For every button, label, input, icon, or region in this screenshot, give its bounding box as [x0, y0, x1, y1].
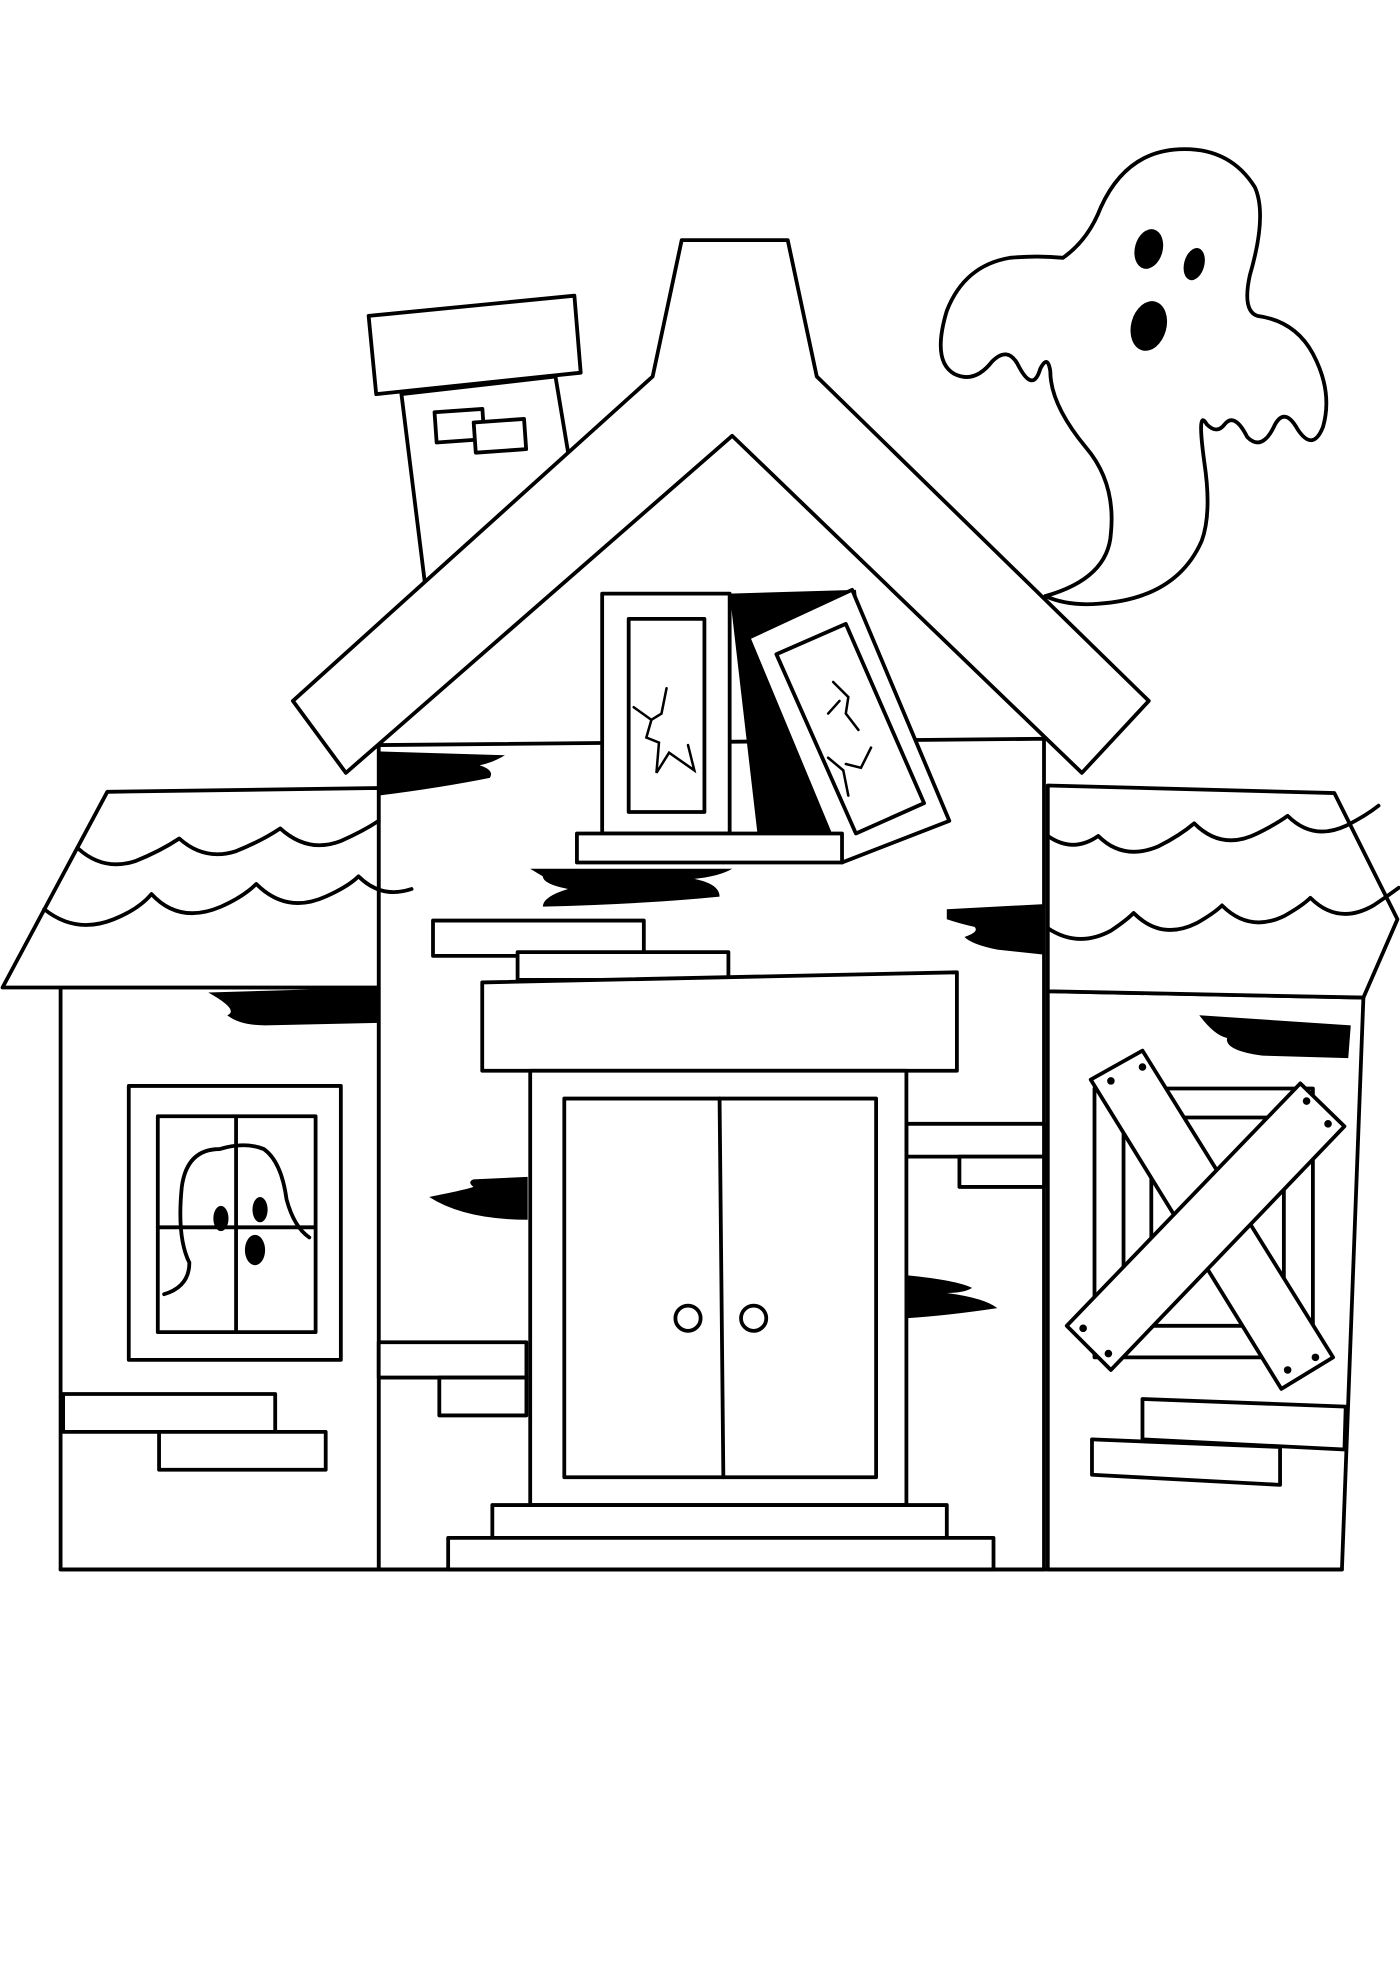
window-sill — [575, 831, 844, 865]
door-knob-left — [673, 1303, 703, 1333]
boarded-window — [1064, 1048, 1347, 1391]
ghost-mouth — [1130, 301, 1168, 351]
roof — [290, 238, 1151, 775]
front-steps — [446, 1503, 996, 1572]
door-knob-right — [739, 1303, 769, 1333]
front-door — [480, 970, 959, 1507]
ghost-eye-right — [1183, 248, 1205, 281]
broken-window-right — [746, 587, 952, 865]
ghost — [938, 147, 1329, 607]
ghost-eye-left — [1134, 229, 1164, 269]
ghost-window — [126, 1084, 343, 1362]
bricks — [61, 918, 1348, 1487]
wall-cracks — [378, 751, 1045, 1319]
chimney — [366, 293, 583, 590]
